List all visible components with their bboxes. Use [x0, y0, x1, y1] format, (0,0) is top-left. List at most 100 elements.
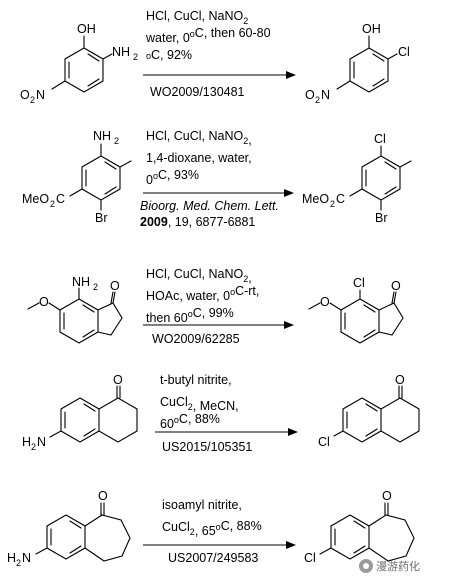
reaction-2-conditions: HCl, CuCl, NaNO2, 1,4-dioxane, water, 0o…: [140, 129, 294, 229]
r4-cond-line-3: 60oC, 88%: [160, 412, 220, 431]
text-segment: o: [190, 29, 195, 39]
r4-reference: US2015/105351: [162, 440, 252, 454]
text-segment: o: [146, 51, 151, 61]
text-segment: water, 0: [145, 31, 190, 45]
reaction-5-conditions: isoamyl nitrite, CuCl2, 65oC, 88% US2007…: [143, 498, 296, 565]
text-segment: 0: [146, 173, 153, 187]
p5-label-o: O: [382, 489, 392, 503]
p3-label-methoxy-o: O: [320, 295, 330, 309]
text-segment: C, 88%: [221, 519, 262, 533]
text-segment: o: [216, 522, 221, 532]
sm1-label-n: N: [36, 88, 45, 102]
watermark: 漫游药化: [359, 559, 420, 573]
sm4-label-h-sub: 2: [31, 442, 36, 452]
sm1-label-o: O: [20, 88, 30, 102]
text-segment: 2: [243, 274, 248, 284]
r3-reference: WO2009/62285: [152, 332, 240, 346]
sm2-label-br: Br: [95, 211, 108, 225]
text-segment: t-butyl nitrite,: [160, 373, 232, 387]
text-segment: CuCl: [160, 395, 188, 409]
text-segment: C, 93%: [158, 168, 199, 182]
reaction-3-conditions: HCl, CuCl, NaNO2, HOAc, water, 0oC-rt, t…: [143, 267, 294, 346]
p4-label-o: O: [395, 373, 405, 387]
sm1-label-oh: OH: [77, 22, 96, 36]
r4-cond-line-2: CuCl2, MeCN,: [160, 395, 239, 413]
text-segment: 2: [243, 136, 248, 146]
sm3-label-ketone-o: O: [110, 279, 120, 293]
sm5-label-n: N: [22, 551, 31, 565]
text-segment: C, then 60-80: [195, 26, 271, 40]
text-segment: o: [153, 171, 158, 181]
sm5-label-o: O: [98, 489, 108, 503]
p4-label-cl: Cl: [318, 435, 330, 449]
text-segment: C, 92%: [151, 48, 192, 62]
r2-cond-line-1: HCl, CuCl, NaNO2,: [146, 129, 252, 147]
text-segment: CuCl: [162, 520, 190, 534]
sm4-label-o: O: [113, 373, 123, 387]
text-segment: WO2009/62285: [152, 332, 240, 346]
sm5-label-h-sub: 2: [16, 558, 21, 568]
sm4-label-h: H: [22, 435, 31, 449]
text-segment: , 19, 6877-6881: [168, 215, 256, 229]
sm2-label-nh: NH: [93, 129, 111, 143]
sm3-label-nh-sub: 2: [93, 282, 98, 292]
text-segment: o: [174, 415, 179, 425]
sm5-label-h: H: [7, 551, 16, 565]
text-segment: HCl, CuCl, NaNO: [146, 267, 244, 281]
p2-label-cl: Cl: [374, 132, 386, 146]
p1-label-o-sub: 2: [315, 95, 320, 105]
p1-label-cl: Cl: [398, 45, 410, 59]
text-segment: ,: [248, 271, 251, 285]
text-segment: isoamyl nitrite,: [162, 498, 242, 512]
sm2-label-nh-sub: 2: [114, 136, 119, 146]
reaction-2-starting-material: NH 2 MeO 2 C Br: [22, 129, 132, 225]
reaction-5-product: O Cl: [304, 489, 415, 565]
p1-label-o: O: [305, 88, 315, 102]
p3-label-cl: Cl: [353, 276, 365, 290]
r4-cond-line-1: t-butyl nitrite,: [160, 373, 232, 387]
sm1-label-nh: NH: [112, 45, 130, 59]
reaction-2-product: Cl MeO 2 C Br: [302, 132, 412, 225]
sm3-label-methoxy-o: O: [39, 295, 49, 309]
p5-label-cl: Cl: [304, 551, 316, 565]
text-segment: 2: [188, 402, 193, 412]
r3-cond-line-3: then 60oC, 99%: [146, 306, 234, 325]
text-segment: then 60: [146, 311, 188, 325]
reaction-4-conditions: t-butyl nitrite, CuCl2, MeCN, 60oC, 88% …: [155, 373, 298, 454]
text-segment: Bioorg. Med. Chem. Lett.: [140, 199, 279, 213]
text-segment: 2009: [140, 215, 168, 229]
text-segment: C, 88%: [179, 412, 220, 426]
text-segment: C, 99%: [193, 306, 234, 320]
sm1-label-nh-sub: 2: [133, 52, 138, 62]
text-segment: US2007/249583: [168, 551, 258, 565]
text-segment: WO2009/130481: [150, 85, 245, 99]
sm1-label-o-sub: 2: [30, 95, 35, 105]
text-segment: HOAc, water, 0: [146, 289, 230, 303]
watermark-text: 漫游药化: [376, 559, 420, 573]
reaction-1-product: OH Cl O 2 N: [305, 22, 410, 105]
r2-reference-citation: 2009, 19, 6877-6881: [140, 215, 255, 229]
sm2-label-meo: MeO: [22, 192, 49, 206]
reaction-3-starting-material: NH 2 O O: [27, 275, 123, 344]
reaction-3-product: Cl O O: [308, 276, 404, 344]
r1-reference: WO2009/130481: [150, 85, 245, 99]
reaction-5-starting-material: O H 2 N: [7, 489, 131, 568]
p1-label-n: N: [321, 88, 330, 102]
r2-cond-line-2: 1,4-dioxane, water,: [146, 151, 252, 165]
text-segment: , 65: [195, 524, 216, 538]
text-segment: 60: [160, 417, 174, 431]
text-segment: US2015/105351: [162, 440, 252, 454]
r1-cond-line-2: water, 0oC, then 60-80: [145, 26, 271, 45]
r2-arrowhead: [284, 189, 294, 197]
reaction-4-product: O Cl: [318, 373, 420, 449]
text-segment: , MeCN,: [193, 399, 239, 413]
reaction-1-conditions: HCl, CuCl, NaNO2 water, 0oC, then 60-80 …: [143, 9, 296, 99]
sm3-label-nh: NH: [72, 275, 90, 289]
text-segment: HCl, CuCl, NaNO: [146, 129, 244, 143]
r3-cond-line-2: HOAc, water, 0oC-rt,: [146, 284, 259, 303]
r2-reference-journal: Bioorg. Med. Chem. Lett.: [140, 199, 279, 213]
reaction-1-starting-material: OH NH 2 O 2 N: [20, 22, 138, 105]
text-segment: HCl, CuCl, NaNO: [146, 9, 244, 23]
text-segment: 1,4-dioxane, water,: [146, 151, 252, 165]
